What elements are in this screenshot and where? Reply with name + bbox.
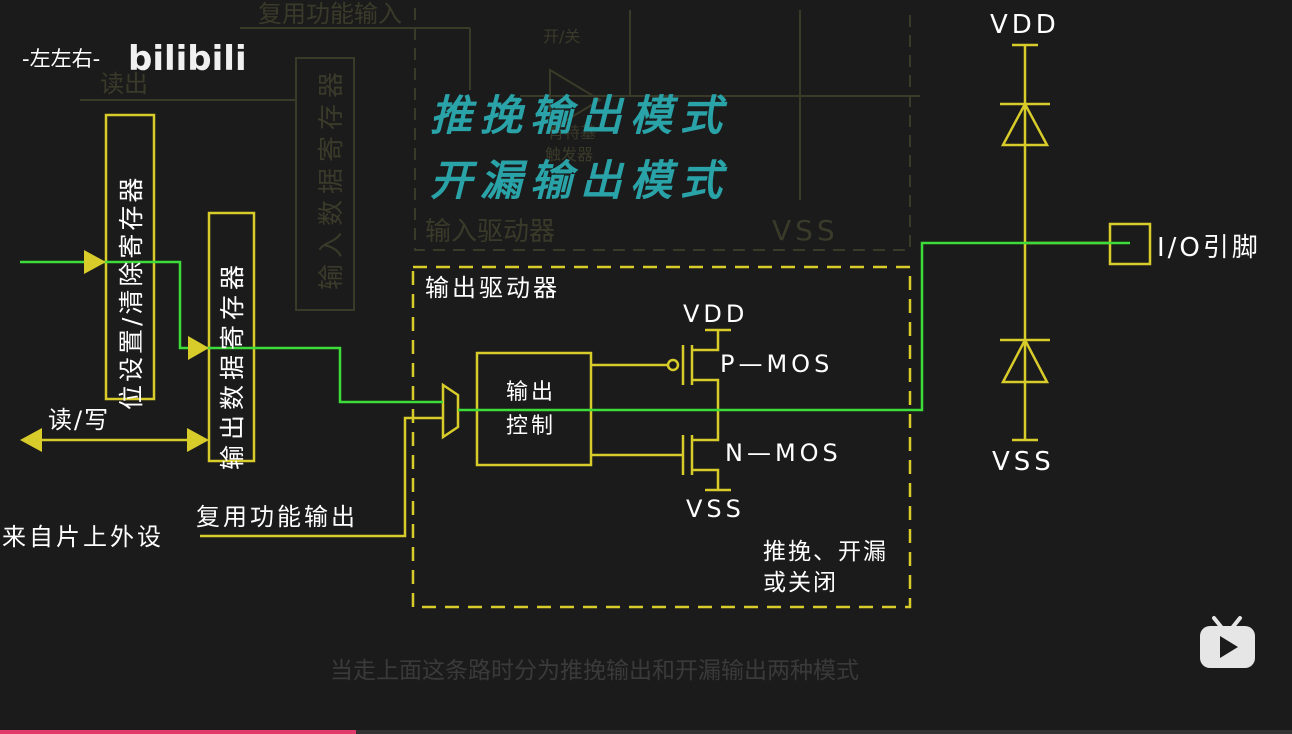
output-driver-box [411, 265, 912, 609]
vdd-top-label: VDD [990, 10, 1060, 40]
schmitt-label-1: 肖特基 [548, 123, 596, 142]
faded-labels: 复用功能输入 读出 开/关 肖特基 触发器 输入驱动器 VSS 输入数据寄存器 [100, 0, 839, 290]
input-driver-faded [80, 8, 920, 311]
title-open-drain: 开漏输出模式 [430, 156, 730, 205]
input-data-register-label: 输入数据寄存器 [317, 66, 347, 290]
title-push-pull: 推挽输出模式 [430, 91, 730, 140]
mode-note-line-1: 推挽、开漏 [763, 539, 888, 565]
output-data-register-box [207, 211, 256, 463]
alt-func-input-label: 复用功能输入 [258, 0, 402, 28]
from-peripheral-label: 来自片上外设 [2, 523, 164, 551]
signal-arrows [84, 250, 209, 360]
subtitle: 当走上面这条路时分为推挽输出和开漏输出两种模式 [330, 658, 859, 684]
bilibili-tv-icon[interactable] [1200, 616, 1255, 668]
circuit-labels: VDD VSS I/O引脚 位设置/清除寄存器 输出数据寄存器 读/写 输出驱动… [2, 10, 1261, 596]
schmitt-label-2: 触发器 [545, 145, 593, 164]
output-control-label-2: 控制 [506, 414, 556, 439]
input-data-register-box [295, 57, 355, 311]
bit-set-reset-register-box [104, 113, 156, 401]
signal-path [20, 241, 1130, 412]
output-driver-label: 输出驱动器 [425, 274, 560, 302]
nmos-label: N—MOS [725, 439, 842, 467]
author-watermark: -左左右- [22, 47, 100, 71]
output-data-register-label: 输出数据寄存器 [218, 260, 247, 470]
vss-output-label: VSS [686, 495, 745, 523]
output-control-label-1: 输出 [506, 380, 556, 405]
vdd-output-label: VDD [683, 300, 748, 328]
output-mux [441, 382, 460, 440]
on-off-label: 开/关 [543, 27, 580, 46]
read-label: 读出 [100, 70, 148, 98]
bilibili-logo: bilibili [128, 39, 247, 79]
mode-note-line-2: 或关闭 [763, 570, 838, 596]
input-driver-label: 输入驱动器 [425, 217, 555, 247]
vss-right-label: VSS [992, 447, 1055, 477]
alt-func-output-label: 复用功能输出 [196, 503, 358, 531]
read-write-label: 读/写 [48, 406, 110, 434]
vss-input-label: VSS [772, 214, 839, 247]
pmos-label: P—MOS [720, 350, 833, 378]
bit-set-reset-register-label: 位设置/清除寄存器 [117, 175, 146, 410]
input-driver-box [414, 8, 911, 251]
io-pin-label: I/O引脚 [1157, 233, 1261, 263]
